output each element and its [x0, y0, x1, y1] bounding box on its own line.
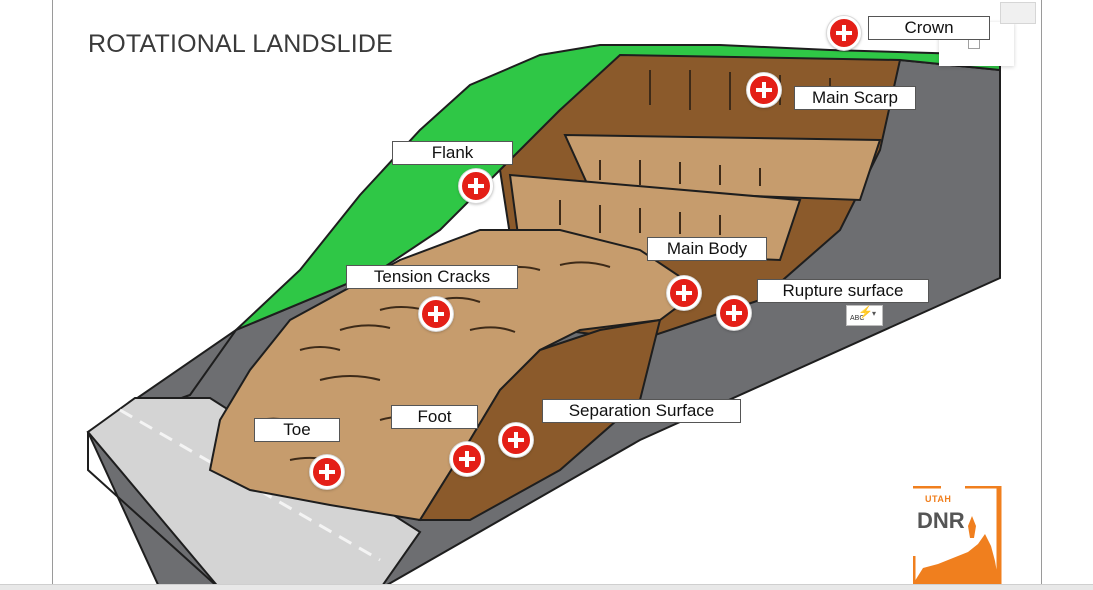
hotspot-crown-icon[interactable]: [827, 16, 861, 50]
label-toe[interactable]: Toe: [254, 418, 340, 442]
logo-state-text: UTAH: [925, 494, 952, 504]
hotspot-toe-icon[interactable]: [310, 455, 344, 489]
bolt-icon: ⚡: [858, 305, 873, 319]
label-crown[interactable]: Crown: [868, 16, 990, 40]
hotspot-separation-surface-icon[interactable]: [499, 423, 533, 457]
label-rupture-surface[interactable]: Rupture surface: [757, 279, 929, 303]
caret-down-icon: ▾: [872, 309, 877, 318]
hotspot-tension-cracks-icon[interactable]: [419, 297, 453, 331]
logo-org-text: DNR: [917, 508, 965, 533]
fullscreen-icon[interactable]: [1000, 2, 1036, 24]
road-edge: [87, 432, 221, 589]
label-foot[interactable]: Foot: [391, 405, 478, 429]
hotspot-rupture-surface-icon[interactable]: [717, 296, 751, 330]
hotspot-main-scarp-icon[interactable]: [747, 73, 781, 107]
diagram-title: ROTATIONAL LANDSLIDE: [88, 30, 393, 58]
slump-block-upper: [563, 133, 882, 202]
label-separation-surface[interactable]: Separation Surface: [542, 399, 741, 423]
spellcheck-text: ABC: [850, 315, 865, 322]
road-surface: [86, 397, 422, 589]
hotspot-flank-icon[interactable]: [459, 169, 493, 203]
spellcheck-icon[interactable]: ABC ⚡ ▾: [846, 305, 883, 326]
bottom-scrollbar: [0, 584, 1093, 590]
separation-wall: [418, 318, 662, 521]
label-flank[interactable]: Flank: [392, 141, 513, 165]
hotspot-foot-icon[interactable]: [450, 442, 484, 476]
label-main-scarp[interactable]: Main Scarp: [794, 86, 916, 110]
diagram-frame: [52, 0, 1042, 589]
label-tension-cracks[interactable]: Tension Cracks: [346, 265, 518, 289]
hotspot-main-body-icon[interactable]: [667, 276, 701, 310]
label-main-body[interactable]: Main Body: [647, 237, 767, 261]
